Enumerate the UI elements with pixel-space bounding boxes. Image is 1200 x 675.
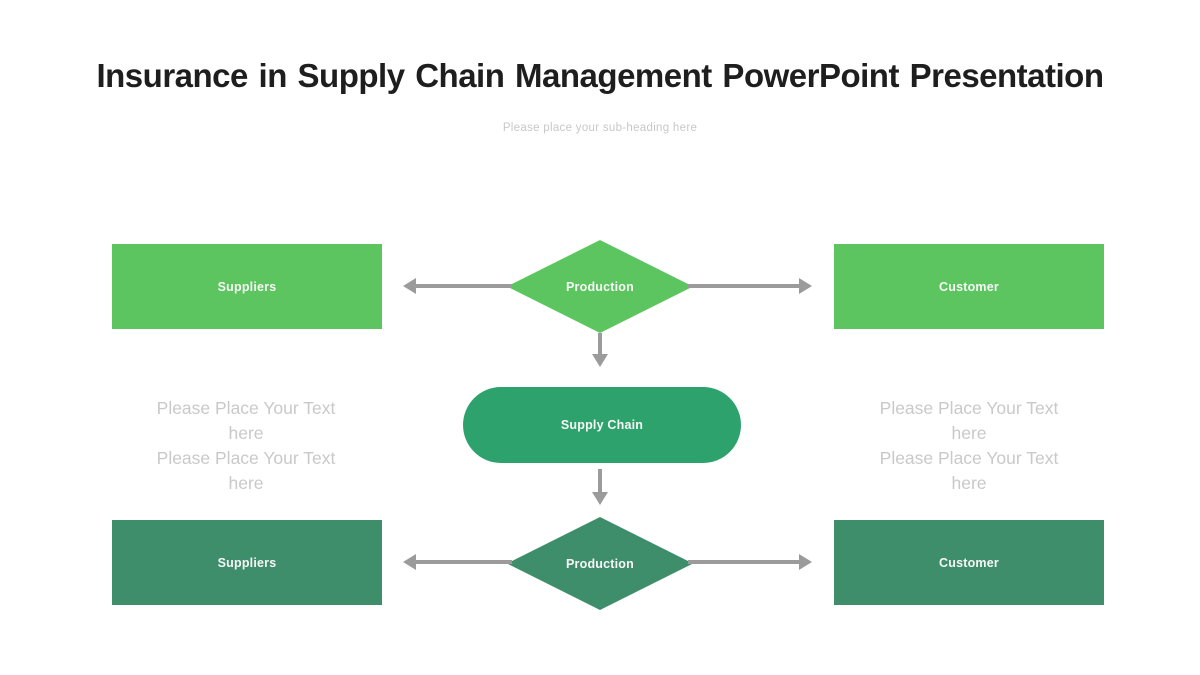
arrow-production-to-customer-top-icon: [688, 277, 812, 295]
bottom-customer-box: Customer: [834, 520, 1104, 605]
bottom-suppliers-box: Suppliers: [112, 520, 382, 605]
top-production-label: Production: [566, 279, 634, 294]
top-production-diamond: Production: [507, 240, 693, 333]
arrowhead-right-icon: [799, 278, 812, 294]
bottom-suppliers-label: Suppliers: [217, 555, 277, 570]
arrow-production-to-suppliers-bottom-icon: [403, 553, 512, 571]
left-text-placeholder: Please Place Your Text here Please Place…: [141, 396, 351, 496]
top-suppliers-box: Suppliers: [112, 244, 382, 329]
arrowhead-left-icon: [403, 278, 416, 294]
placeholder-line: Please Place Your Text here: [156, 448, 336, 493]
right-text-placeholder: Please Place Your Text here Please Place…: [864, 396, 1074, 496]
arrow-line: [416, 284, 512, 288]
slide-title: Insurance in Supply Chain Management Pow…: [96, 57, 1104, 94]
arrow-line: [688, 560, 799, 564]
bottom-production-diamond: Production: [507, 517, 693, 610]
arrow-line: [598, 333, 602, 354]
placeholder-line: Please Place Your Text here: [156, 398, 336, 443]
placeholder-line: Please Place Your Text here: [879, 398, 1059, 443]
arrowhead-down-icon: [592, 354, 608, 367]
arrowhead-right-icon: [799, 554, 812, 570]
supply-chain-label: Supply Chain: [560, 418, 644, 432]
arrow-production-to-suppliers-top-icon: [403, 277, 512, 295]
bottom-customer-label: Customer: [939, 555, 999, 570]
top-customer-box: Customer: [834, 244, 1104, 329]
supply-chain-pill: Supply Chain: [463, 387, 741, 463]
top-suppliers-label: Suppliers: [217, 279, 277, 294]
top-customer-label: Customer: [939, 279, 999, 294]
arrow-line: [688, 284, 799, 288]
arrow-line: [598, 469, 602, 492]
slide-subtitle: Please place your sub-heading here: [502, 122, 698, 134]
bottom-production-label: Production: [566, 556, 634, 571]
arrowhead-left-icon: [403, 554, 416, 570]
arrow-supply-chain-to-production-icon: [591, 469, 609, 505]
arrow-production-to-supply-chain-icon: [591, 333, 609, 367]
arrow-production-to-customer-bottom-icon: [688, 553, 812, 571]
arrowhead-down-icon: [592, 492, 608, 505]
placeholder-line: Please Place Your Text here: [879, 448, 1059, 493]
arrow-line: [416, 560, 512, 564]
